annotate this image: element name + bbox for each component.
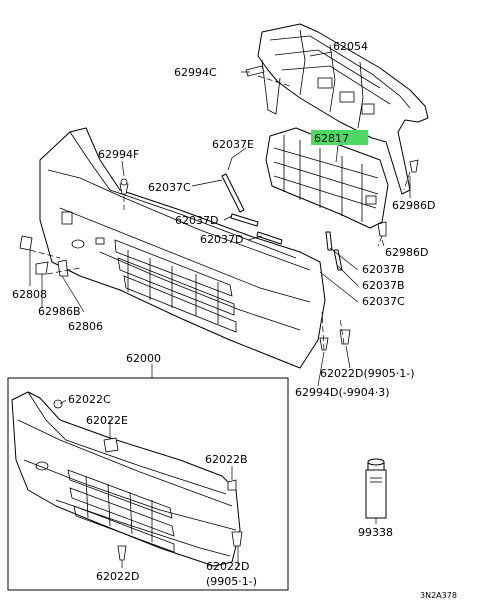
front-bumper-cover — [39, 127, 326, 369]
label-62022d-bottom-right[interactable]: 62022D — [206, 560, 249, 573]
bumper-support-bracket — [257, 23, 429, 195]
front-grille-panel — [265, 127, 389, 229]
label-62037b-a[interactable]: 62037B — [362, 263, 405, 276]
label-99338[interactable]: 99338 — [358, 526, 393, 539]
label-62994c[interactable]: 62994C — [174, 66, 217, 79]
leader-lines — [29, 51, 411, 387]
touch-up-paint-bottle — [365, 458, 387, 524]
label-62986d-mid[interactable]: 62986D — [385, 246, 428, 259]
label-62022d-right[interactable]: 62022D(9905·1-) — [320, 367, 415, 380]
fasteners — [19, 65, 419, 351]
label-62022c[interactable]: 62022C — [68, 393, 111, 406]
label-62808[interactable]: 62808 — [12, 288, 47, 301]
label-62037d-a[interactable]: 62037D — [175, 214, 218, 227]
bumper-assembly-inset — [11, 391, 243, 567]
bumper-moldings — [221, 173, 343, 271]
label-62000[interactable]: 62000 — [126, 352, 161, 365]
label-62037b-b[interactable]: 62037B — [362, 279, 405, 292]
label-62022d-bottom[interactable]: 62022D — [96, 570, 139, 583]
inset-leader-lines — [59, 399, 239, 568]
label-62022e[interactable]: 62022E — [86, 414, 128, 427]
label-62994f[interactable]: 62994F — [98, 148, 139, 161]
label-62037d-b[interactable]: 62037D — [200, 233, 243, 246]
diagram-code: 3N2A378 — [420, 591, 457, 600]
label-62817[interactable]: 62817 — [314, 132, 349, 145]
label-62037e[interactable]: 62037E — [212, 138, 254, 151]
label-62022b[interactable]: 62022B — [205, 453, 248, 466]
label-62806[interactable]: 62806 — [68, 320, 103, 333]
label-62037c-right[interactable]: 62037C — [362, 295, 405, 308]
label-62986b[interactable]: 62986B — [38, 305, 81, 318]
highlighted-part-marker — [311, 130, 368, 145]
assembly-lines — [29, 75, 411, 351]
label-62054[interactable]: 62054 — [333, 40, 368, 53]
label-62037c-left[interactable]: 62037C — [148, 181, 191, 194]
label-62022d-bottom-note: (9905·1-) — [206, 575, 257, 588]
label-62994d[interactable]: 62994D(-9904·3) — [295, 386, 390, 399]
label-62986d-top[interactable]: 62986D — [392, 199, 435, 212]
assembly-inset-box — [7, 377, 289, 591]
